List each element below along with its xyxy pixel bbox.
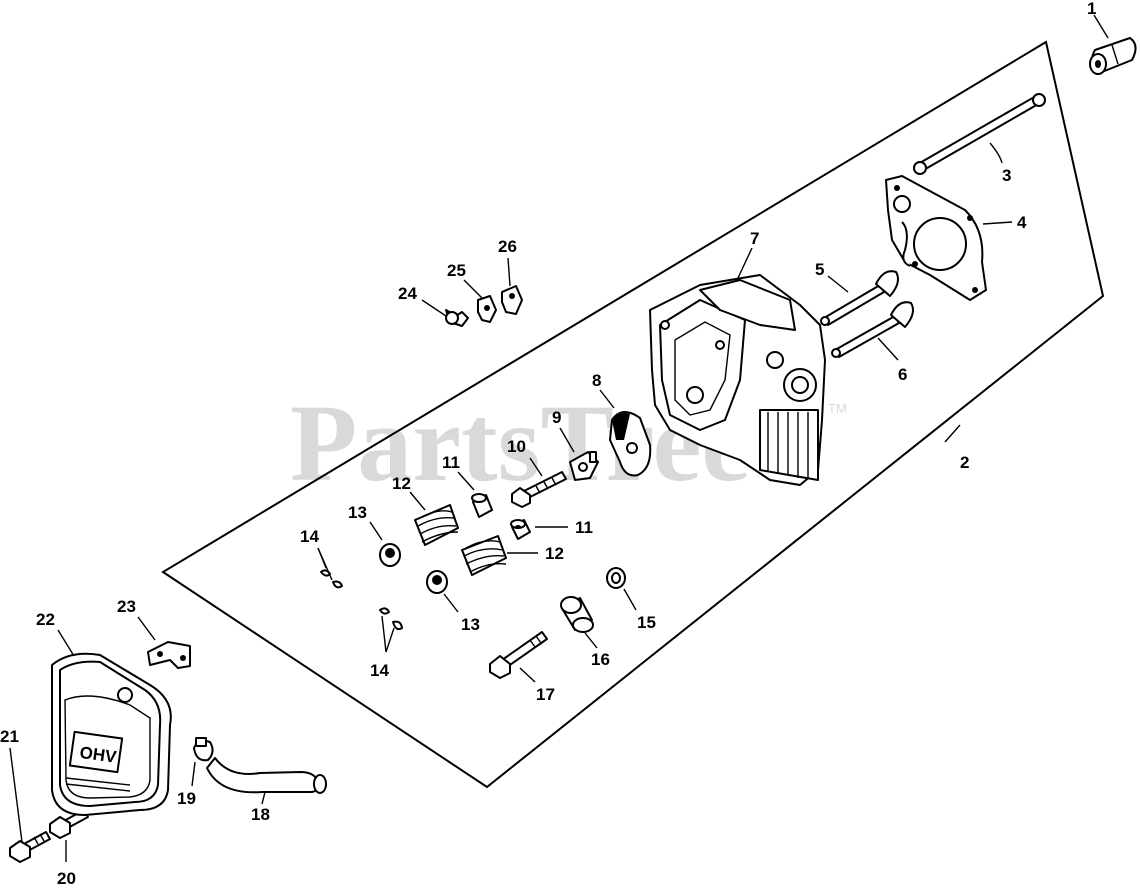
label-13b: 13 bbox=[461, 615, 480, 634]
label-5: 5 bbox=[815, 260, 824, 279]
label-9: 9 bbox=[552, 408, 561, 427]
part-5-valve[interactable] bbox=[820, 270, 899, 326]
label-4: 4 bbox=[1017, 213, 1027, 232]
part-24-screw[interactable] bbox=[445, 309, 469, 327]
part-11-valve-seal[interactable] bbox=[471, 493, 493, 518]
label-15: 15 bbox=[637, 613, 656, 632]
label-7: 7 bbox=[750, 229, 759, 248]
part-1-tappet[interactable] bbox=[1089, 37, 1137, 75]
part-11-valve-seal-2[interactable] bbox=[510, 519, 531, 540]
part-12-valve-spring[interactable] bbox=[414, 504, 459, 546]
leader-lines bbox=[9, 14, 1109, 862]
part-7-cylinder-head[interactable] bbox=[649, 274, 826, 486]
label-3: 3 bbox=[1002, 166, 1011, 185]
label-13a: 13 bbox=[348, 503, 367, 522]
label-6: 6 bbox=[898, 365, 907, 384]
label-17: 17 bbox=[536, 685, 555, 704]
cylinder-head-assembly-outline bbox=[161, 40, 1105, 789]
label-14b: 14 bbox=[370, 661, 389, 680]
part-8-rocker-arm[interactable] bbox=[609, 411, 652, 477]
part-3-push-rod[interactable] bbox=[913, 93, 1046, 175]
part-13-spring-retainer-2[interactable] bbox=[426, 570, 448, 594]
part-25-clip[interactable] bbox=[477, 295, 497, 323]
label-16: 16 bbox=[591, 650, 610, 669]
part-10-rocker-stud[interactable] bbox=[511, 471, 567, 508]
label-2: 2 bbox=[960, 453, 969, 472]
part-16-spacer[interactable] bbox=[560, 596, 594, 633]
label-24: 24 bbox=[398, 284, 417, 303]
part-17-head-bolt[interactable] bbox=[489, 631, 548, 679]
label-19: 19 bbox=[177, 789, 196, 808]
label-12b: 12 bbox=[545, 544, 564, 563]
part-4-head-gasket[interactable] bbox=[885, 175, 987, 301]
label-21: 21 bbox=[0, 727, 19, 746]
label-12a: 12 bbox=[392, 474, 411, 493]
part-15-washer[interactable] bbox=[606, 567, 626, 589]
part-14-valve-keepers-2[interactable] bbox=[379, 607, 403, 631]
part-18-breather-hose[interactable] bbox=[206, 757, 327, 794]
part-26-clip[interactable] bbox=[501, 285, 523, 315]
label-11b: 11 bbox=[575, 518, 593, 537]
label-1: 1 bbox=[1087, 0, 1096, 18]
part-12-valve-spring-2[interactable] bbox=[461, 535, 507, 576]
label-18: 18 bbox=[251, 805, 270, 824]
part-19-hose-clamp[interactable] bbox=[193, 737, 214, 762]
part-21-bolt[interactable] bbox=[9, 831, 51, 863]
label-23: 23 bbox=[117, 597, 136, 616]
watermark-trademark: TM bbox=[828, 401, 847, 416]
part-13-spring-retainer[interactable] bbox=[379, 543, 401, 567]
part-9-rocker-pivot[interactable] bbox=[569, 451, 599, 481]
part-6-valve[interactable] bbox=[831, 301, 914, 358]
label-10: 10 bbox=[507, 437, 526, 456]
label-20: 20 bbox=[57, 869, 76, 888]
label-14a: 14 bbox=[300, 527, 319, 546]
part-23-bracket[interactable] bbox=[147, 641, 191, 669]
part-22-valve-cover[interactable]: OHV bbox=[51, 652, 172, 816]
label-22: 22 bbox=[36, 610, 55, 629]
label-8: 8 bbox=[592, 371, 601, 390]
label-11a: 11 bbox=[442, 453, 460, 472]
part-labels: 1 2 3 4 5 6 7 8 9 10 11 11 12 12 13 13 1… bbox=[0, 0, 1096, 888]
label-26: 26 bbox=[498, 237, 517, 256]
label-25: 25 bbox=[447, 261, 466, 280]
